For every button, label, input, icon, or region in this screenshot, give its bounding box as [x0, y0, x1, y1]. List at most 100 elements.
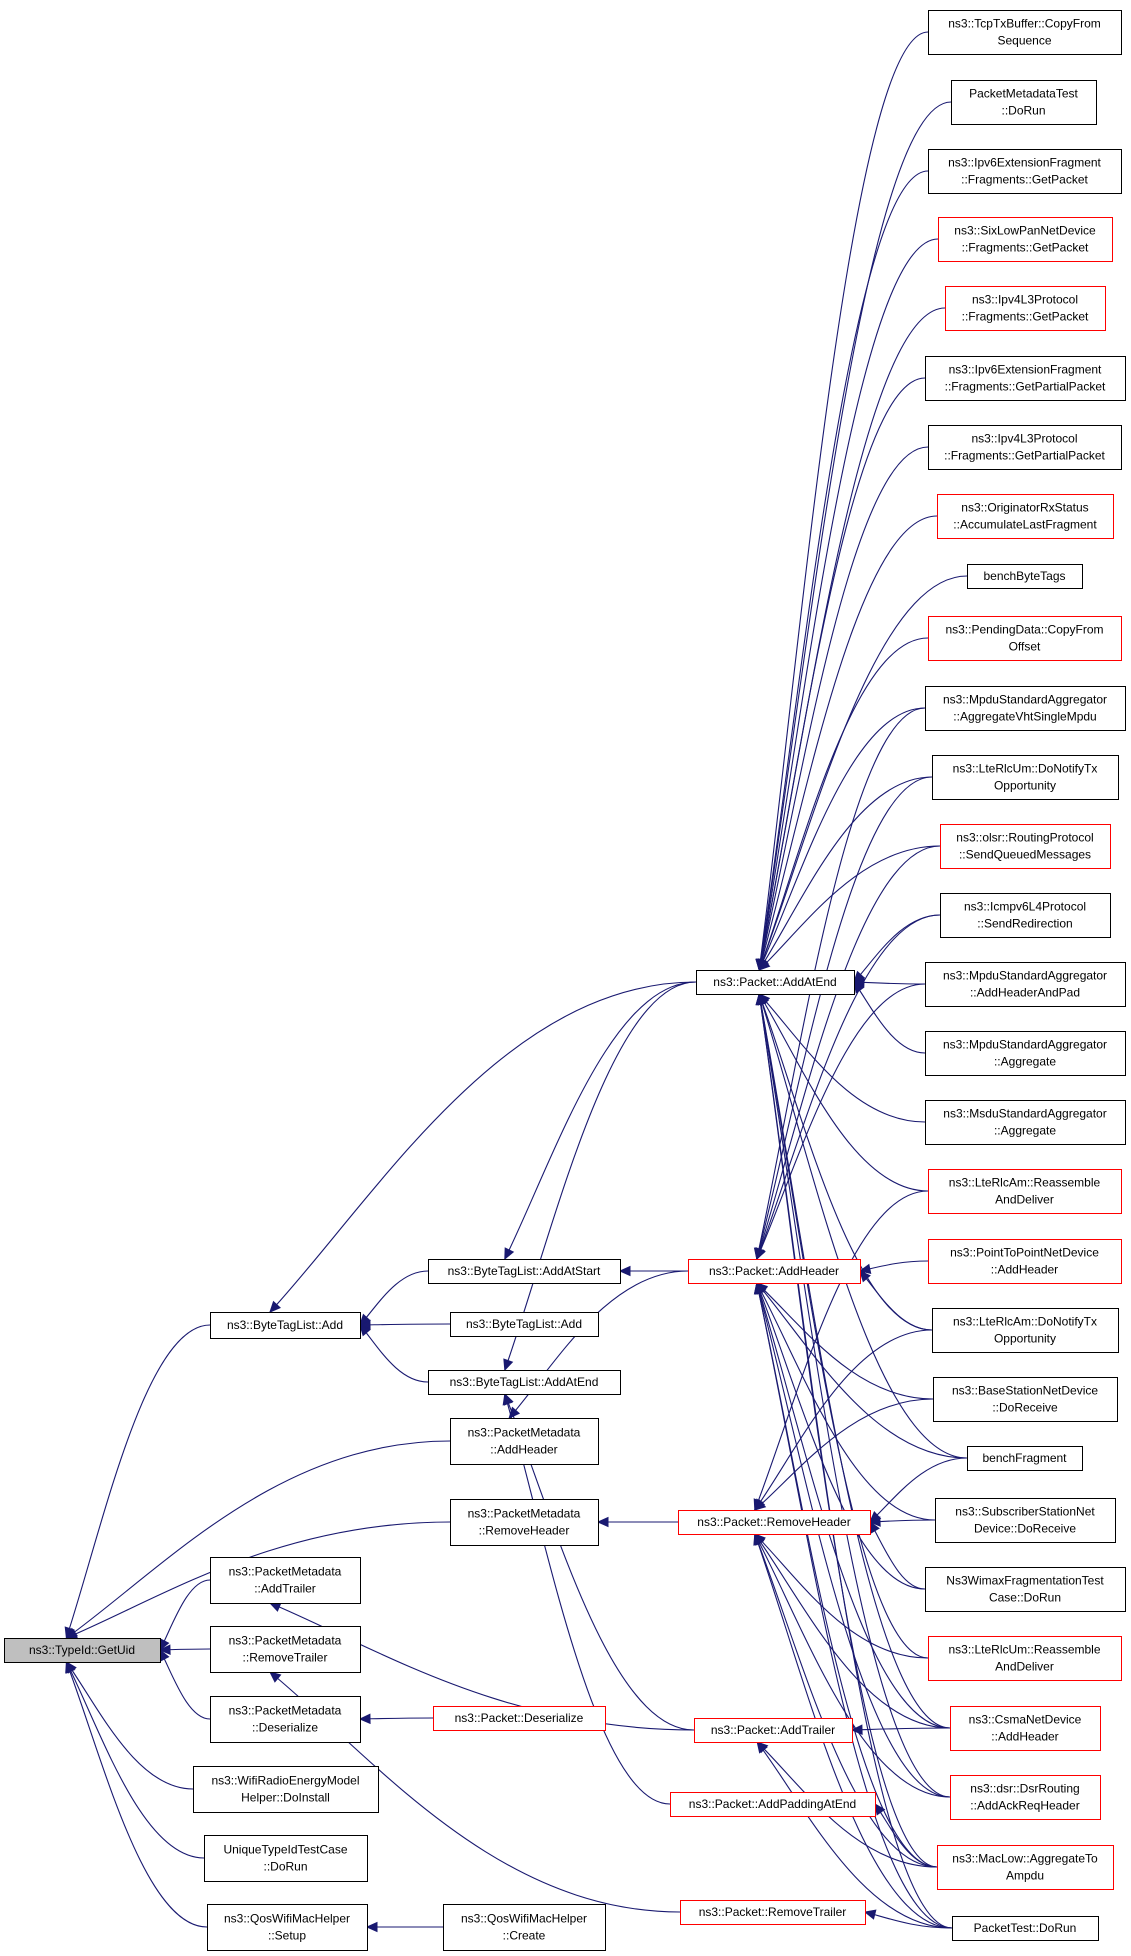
node-pkt_addtrailer[interactable]: ns3::Packet::AddTrailer [694, 1718, 853, 1743]
node-box[interactable] [937, 494, 1114, 539]
node-pkt_deserialize[interactable]: ns3::Packet::Deserialize [433, 1706, 606, 1731]
node-box[interactable] [688, 1259, 861, 1284]
node-box[interactable] [696, 970, 855, 995]
node-pm_addheader[interactable]: ns3::PacketMetadata::AddHeader [450, 1418, 599, 1465]
node-box[interactable] [694, 1718, 853, 1743]
node-r_csma[interactable]: ns3::CsmaNetDevice::AddHeader [950, 1706, 1101, 1751]
node-r_msdu_agg[interactable]: ns3::MsduStandardAggregator::Aggregate [925, 1100, 1126, 1145]
node-box[interactable] [967, 1446, 1083, 1471]
node-box[interactable] [450, 1418, 599, 1465]
node-r_icmpv6[interactable]: ns3::Icmpv6L4Protocol::SendRedirection [940, 893, 1111, 938]
node-box[interactable] [210, 1557, 361, 1604]
node-box[interactable] [428, 1370, 621, 1395]
node-box[interactable] [210, 1626, 361, 1673]
node-box[interactable] [928, 616, 1122, 661]
node-box[interactable] [925, 1567, 1126, 1612]
node-btl_addatend[interactable]: ns3::ByteTagList::AddAtEnd [428, 1370, 621, 1395]
node-box[interactable] [428, 1259, 621, 1284]
node-box[interactable] [928, 1239, 1122, 1284]
node-btl_addatstart[interactable]: ns3::ByteTagList::AddAtStart [428, 1259, 621, 1284]
node-box[interactable] [210, 1312, 361, 1339]
node-box[interactable] [670, 1792, 876, 1817]
node-r_ipv6frag_get[interactable]: ns3::Ipv6ExtensionFragment::Fragments::G… [928, 149, 1122, 194]
node-box[interactable] [450, 1499, 599, 1546]
node-box[interactable] [945, 286, 1106, 331]
node-box[interactable] [4, 1638, 161, 1663]
node-r_mpdu_vht[interactable]: ns3::MpduStandardAggregator::AggregateVh… [925, 686, 1126, 731]
node-box[interactable] [925, 686, 1126, 731]
node-r_pmtest[interactable]: PacketMetadataTest::DoRun [951, 80, 1097, 125]
node-pm_deserialize[interactable]: ns3::PacketMetadata::Deserialize [210, 1696, 361, 1743]
node-box[interactable] [952, 1916, 1099, 1941]
node-pkt_addheader[interactable]: ns3::Packet::AddHeader [688, 1259, 861, 1284]
node-box[interactable] [950, 1775, 1101, 1820]
node-btl_add[interactable]: ns3::ByteTagList::Add [210, 1312, 361, 1339]
node-box[interactable] [933, 1377, 1118, 1422]
node-r_olsr[interactable]: ns3::olsr::RoutingProtocol::SendQueuedMe… [940, 824, 1111, 869]
node-r_benchfragment[interactable]: benchFragment [967, 1446, 1083, 1471]
node-unique_typeid[interactable]: UniqueTypeIdTestCase::DoRun [204, 1835, 368, 1882]
node-box[interactable] [925, 1031, 1126, 1076]
node-box[interactable] [951, 80, 1097, 125]
node-r_ipv4l3_get[interactable]: ns3::Ipv4L3Protocol::Fragments::GetPacke… [945, 286, 1106, 331]
node-box[interactable] [925, 962, 1126, 1007]
node-box[interactable] [940, 893, 1111, 938]
node-pkt_removeheader[interactable]: ns3::Packet::RemoveHeader [678, 1510, 871, 1535]
node-r_benchbytetags[interactable]: benchByteTags [967, 564, 1083, 589]
node-r_sixlowpan[interactable]: ns3::SixLowPanNetDevice::Fragments::GetP… [938, 217, 1113, 262]
node-root[interactable]: ns3::TypeId::GetUid [4, 1638, 161, 1663]
node-box[interactable] [928, 10, 1122, 55]
node-box[interactable] [443, 1904, 606, 1951]
node-box[interactable] [193, 1766, 379, 1813]
node-r_packettest[interactable]: PacketTest::DoRun [952, 1916, 1099, 1941]
node-r_dsr[interactable]: ns3::dsr::DsrRouting::AddAckReqHeader [950, 1775, 1101, 1820]
node-wifi_energy[interactable]: ns3::WifiRadioEnergyModelHelper::DoInsta… [193, 1766, 379, 1813]
node-r_ipv6frag_partial[interactable]: ns3::Ipv6ExtensionFragment::Fragments::G… [925, 356, 1126, 401]
node-box[interactable] [950, 1706, 1101, 1751]
node-box[interactable] [204, 1835, 368, 1882]
node-box[interactable] [450, 1312, 599, 1337]
node-r_originator[interactable]: ns3::OriginatorRxStatus::AccumulateLastF… [937, 494, 1114, 539]
node-qos_create[interactable]: ns3::QosWifiMacHelper::Create [443, 1904, 606, 1951]
node-pkt_addatend[interactable]: ns3::Packet::AddAtEnd [696, 970, 855, 995]
node-pkt_removetrailer[interactable]: ns3::Packet::RemoveTrailer [680, 1900, 866, 1925]
node-qos_setup[interactable]: ns3::QosWifiMacHelper::Setup [207, 1904, 368, 1951]
node-pm_removeheader[interactable]: ns3::PacketMetadata::RemoveHeader [450, 1499, 599, 1546]
node-box[interactable] [938, 217, 1113, 262]
node-box[interactable] [937, 1845, 1114, 1890]
node-box[interactable] [680, 1900, 866, 1925]
node-box[interactable] [925, 1100, 1126, 1145]
node-box[interactable] [925, 356, 1126, 401]
node-box[interactable] [932, 1308, 1119, 1353]
node-box[interactable] [433, 1706, 606, 1731]
node-box[interactable] [940, 824, 1111, 869]
node-box[interactable] [932, 755, 1119, 800]
node-pm_addtrailer[interactable]: ns3::PacketMetadata::AddTrailer [210, 1557, 361, 1604]
node-btl_add2[interactable]: ns3::ByteTagList::Add [450, 1312, 599, 1337]
node-box[interactable] [928, 1169, 1122, 1214]
node-r_ipv4l3_partial[interactable]: ns3::Ipv4L3Protocol::Fragments::GetParti… [928, 425, 1122, 470]
node-pkt_addpadding[interactable]: ns3::Packet::AddPaddingAtEnd [670, 1792, 876, 1817]
node-box[interactable] [207, 1904, 368, 1951]
node-box[interactable] [678, 1510, 871, 1535]
node-r_subscriber[interactable]: ns3::SubscriberStationNetDevice::DoRecei… [935, 1498, 1116, 1543]
node-r_basestation[interactable]: ns3::BaseStationNetDevice::DoReceive [933, 1377, 1118, 1422]
node-box[interactable] [928, 149, 1122, 194]
node-box[interactable] [210, 1696, 361, 1743]
node-box[interactable] [928, 425, 1122, 470]
node-pm_removetrailer[interactable]: ns3::PacketMetadata::RemoveTrailer [210, 1626, 361, 1673]
node-r_mpdu_addhdr[interactable]: ns3::MpduStandardAggregator::AddHeaderAn… [925, 962, 1126, 1007]
node-r_p2p[interactable]: ns3::PointToPointNetDevice::AddHeader [928, 1239, 1122, 1284]
node-box[interactable] [928, 1636, 1122, 1681]
node-box[interactable] [935, 1498, 1116, 1543]
node-box[interactable] [967, 564, 1083, 589]
node-r_mpdu_agg[interactable]: ns3::MpduStandardAggregator::Aggregate [925, 1031, 1126, 1076]
